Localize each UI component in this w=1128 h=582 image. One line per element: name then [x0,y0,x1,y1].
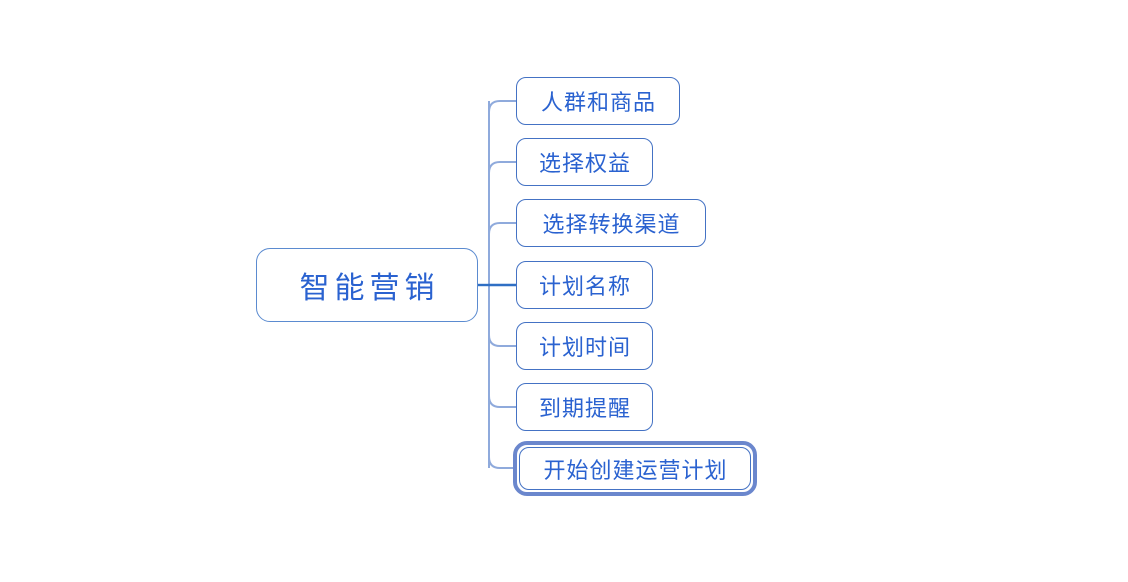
child-node-7[interactable]: 开始创建运营计划 [519,447,751,490]
child-node-1[interactable]: 人群和商品 [516,77,680,125]
child-node-2[interactable]: 选择权益 [516,138,653,186]
connector-branch-6 [488,395,516,408]
root-node[interactable]: 智能营销 [256,248,478,322]
root-node-label: 智能营销 [299,272,440,305]
connector-branch-3 [488,222,516,235]
connector-branch-1 [488,100,516,113]
child-node-3[interactable]: 选择转换渠道 [516,199,706,247]
connector-branch-7 [488,456,513,469]
child-node-4[interactable]: 计划名称 [516,261,653,309]
child-node-label: 开始创建运营计划 [543,457,728,483]
child-node-label: 计划名称 [538,274,631,299]
child-node-label: 选择转换渠道 [542,212,681,237]
child-node-6[interactable]: 到期提醒 [516,383,653,431]
connector-branch-2 [488,161,516,174]
child-node-label: 选择权益 [538,151,631,176]
child-node-label: 到期提醒 [538,396,631,421]
connector-branch-5 [488,334,516,347]
child-node-label: 人群和商品 [540,90,656,115]
child-node-label: 计划时间 [538,335,631,360]
child-node-5[interactable]: 计划时间 [516,322,653,370]
